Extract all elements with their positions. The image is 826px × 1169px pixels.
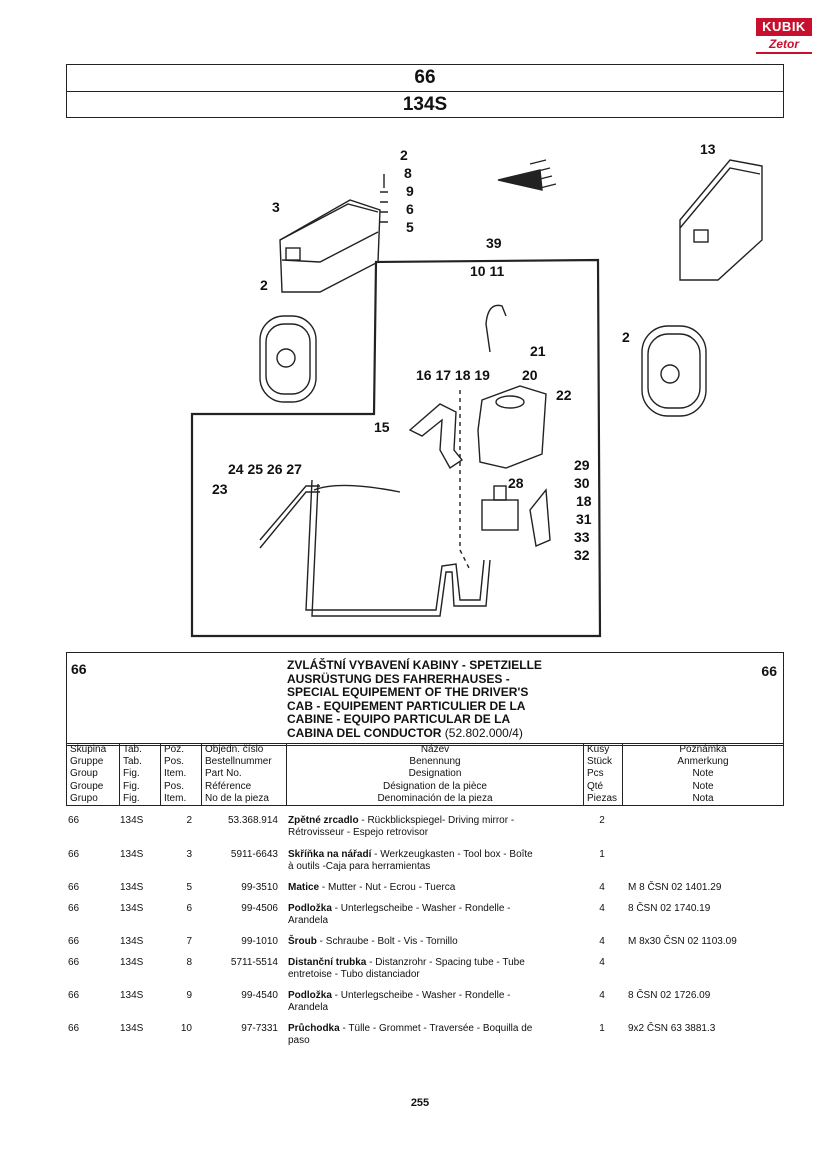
title-line: SPECIAL EQUIPEMENT OF THE DRIVER'S (287, 685, 529, 699)
group-number: 66 (414, 67, 436, 88)
svg-text:31: 31 (576, 511, 592, 527)
svg-text:30: 30 (574, 475, 590, 491)
svg-text:39: 39 (486, 235, 502, 251)
svg-text:16 17 18 19: 16 17 18 19 (416, 367, 490, 383)
table-number: 134S (67, 91, 783, 118)
header-box: 66 134S (66, 64, 784, 118)
svg-text:20: 20 (522, 367, 538, 383)
title-line: CAB - EQUIPEMENT PARTICULIER DE LA (287, 698, 526, 713)
title-line: CABINE - EQUIPO PARTICULAR DE LA (287, 712, 511, 726)
kubik-zetor-logo: KUBIK Zetor (756, 18, 812, 62)
svg-text:10 11: 10 11 (470, 263, 504, 279)
title-line: ZVLÁŠTNÍ VYBAVENÍ KABINY - SPETZIELLE (287, 658, 542, 672)
section-title-box: 66 66 ZVLÁŠTNÍ VYBAVENÍ KABINY - SPETZIE… (66, 652, 784, 746)
svg-text:23: 23 (212, 481, 228, 497)
svg-text:22: 22 (556, 387, 572, 403)
svg-text:33: 33 (574, 529, 590, 545)
svg-text:18: 18 (576, 493, 592, 509)
svg-text:3: 3 (272, 199, 280, 215)
svg-text:29: 29 (574, 457, 590, 473)
logo-sub: Zetor (756, 36, 812, 54)
col-pos: Poz.Pos.Item.Pos.Item. (160, 742, 202, 807)
svg-text:13: 13 (700, 141, 716, 157)
svg-text:2: 2 (260, 277, 268, 293)
col-tab: Tab.Tab.Fig.Fig.Fig. (119, 742, 161, 807)
svg-text:15: 15 (374, 419, 390, 435)
svg-text:24 25 26 27: 24 25 26 27 (228, 461, 302, 477)
title-group-right: 66 (761, 663, 777, 679)
page-number: 255 (410, 1097, 430, 1109)
svg-text:6: 6 (406, 201, 414, 217)
svg-text:2: 2 (622, 329, 630, 345)
svg-text:9: 9 (406, 183, 414, 199)
title-line-last: CABINA DEL CONDUCTOR (52.802.000/4) (287, 725, 587, 741)
svg-text:28: 28 (508, 475, 524, 491)
title-code: (52.802.000/4) (444, 725, 523, 740)
section-title: ZVLÁŠTNÍ VYBAVENÍ KABINY - SPETZIELLE AU… (287, 658, 587, 741)
svg-text:21: 21 (530, 343, 546, 359)
svg-text:32: 32 (574, 547, 590, 563)
svg-text:5: 5 (406, 219, 414, 235)
svg-text:8: 8 (404, 165, 412, 181)
logo-brand: KUBIK (756, 18, 812, 36)
title-group-left: 66 (71, 661, 87, 677)
title-last-text: CABINA DEL CONDUCTOR (287, 725, 442, 740)
callout-7: 2 (400, 147, 408, 163)
exploded-parts-diagram: 2 8 9 6 5 3 2 13 2 39 10 11 21 20 16 17 … (190, 141, 763, 638)
title-line: AUSRÜSTUNG DES FAHRERHAUSES - (287, 671, 510, 686)
